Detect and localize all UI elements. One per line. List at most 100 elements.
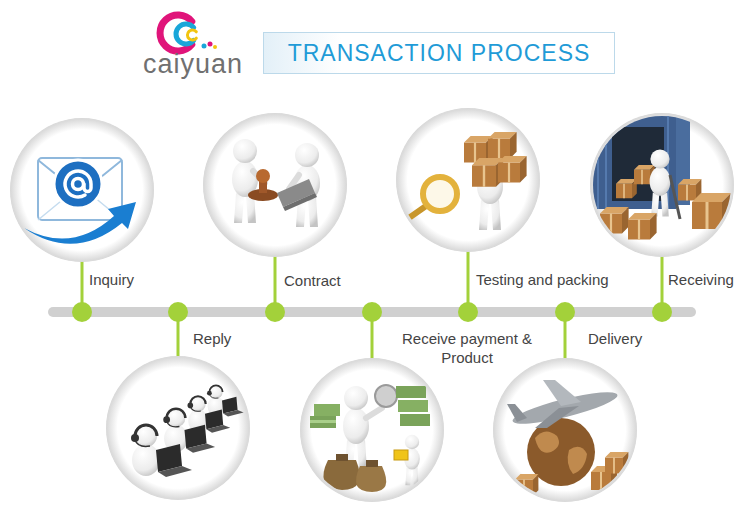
timeline — [72, 302, 92, 322]
contract-illustration — [232, 139, 320, 227]
email-illustration — [38, 158, 122, 220]
payment-illustration — [356, 466, 386, 492]
stage-circle: Contract — [203, 113, 347, 257]
circle-outline — [106, 356, 250, 500]
timeline — [458, 302, 478, 322]
timeline — [48, 248, 696, 362]
timeline — [265, 302, 285, 322]
delivery-illustration — [535, 431, 559, 452]
label-holder: Inquiry — [89, 270, 134, 289]
testing-illustration — [423, 177, 457, 211]
email-illustration — [73, 179, 84, 190]
call-centre-illustration — [163, 409, 215, 453]
delivery-illustration — [507, 380, 628, 496]
payment-illustration — [398, 400, 428, 412]
receiving-illustration — [597, 113, 599, 209]
circle-ground — [493, 358, 637, 502]
email-illustration — [24, 158, 136, 244]
stage-circle: Testing and packing — [396, 108, 540, 252]
contract-illustration — [283, 193, 317, 211]
receiving-illustration — [650, 149, 671, 216]
payment-illustration — [396, 386, 426, 398]
receiving-illustration — [600, 207, 629, 233]
logo-mark — [208, 42, 213, 47]
logo-mark — [160, 15, 217, 51]
circle-outline — [494, 359, 636, 501]
payment-illustration — [323, 460, 359, 490]
stage-label: Receive payment & Product — [392, 329, 542, 367]
circle-outline — [301, 359, 443, 501]
testing-illustration — [498, 156, 527, 182]
circle-outline — [107, 357, 249, 499]
timeline — [72, 302, 672, 322]
payment-illustration — [310, 385, 430, 492]
contract-illustration — [232, 139, 258, 223]
payment-illustration — [310, 385, 430, 492]
payment-illustration — [375, 385, 397, 407]
testing-illustration — [406, 132, 527, 230]
circle-ground — [10, 118, 154, 262]
call-centre-illustration — [131, 385, 244, 477]
payment-illustration — [366, 408, 382, 418]
payment-illustration — [310, 416, 336, 428]
label-holder: Delivery — [588, 329, 642, 348]
delivery-illustration — [507, 404, 527, 422]
label-holder: Contract — [284, 271, 341, 290]
testing-illustration — [488, 132, 517, 158]
call-centre-illustration — [188, 396, 231, 432]
payment-illustration — [366, 460, 378, 467]
circle-outline — [204, 114, 346, 256]
delivery-illustration — [507, 380, 628, 496]
stage-label: Receiving — [668, 270, 734, 289]
receiving-illustration — [605, 113, 607, 209]
payment-illustration — [394, 450, 408, 460]
diagram-title: TRANSACTION PROCESS — [288, 40, 591, 67]
stage-label: Inquiry — [89, 270, 134, 289]
logo-mark — [213, 45, 217, 49]
stage-circle: Reply — [106, 356, 250, 500]
label-holder: Receiving — [668, 270, 734, 289]
label-holder: Testing and packing — [476, 270, 609, 289]
contract-illustration — [256, 169, 270, 183]
circle-outline — [203, 113, 347, 257]
receiving-illustration — [616, 179, 637, 198]
stage-circle: Inquiry — [10, 118, 154, 262]
receiving-illustration — [692, 193, 731, 229]
delivery-illustration — [535, 406, 579, 428]
timeline — [168, 302, 188, 322]
circle-outline — [10, 118, 154, 262]
stage-circle: Delivery — [493, 358, 637, 502]
circle-ground — [590, 113, 734, 257]
delivery-illustration — [515, 474, 538, 496]
circle-outline — [11, 119, 153, 261]
payment-illustration — [400, 414, 430, 426]
email-illustration — [65, 171, 91, 197]
stage-label: Contract — [284, 271, 341, 290]
circle-ground — [106, 356, 250, 500]
delivery-illustration — [543, 380, 581, 406]
label-holder: Receive payment & Product — [392, 329, 542, 367]
circle-outline — [300, 358, 444, 502]
testing-illustration — [406, 206, 426, 220]
email-illustration — [24, 202, 136, 244]
receiving-illustration — [592, 113, 731, 239]
circle-ground — [203, 113, 347, 257]
label-holder: Reply — [193, 329, 231, 348]
circle-outline — [397, 109, 539, 251]
circle-outline — [590, 113, 734, 257]
title-box: TRANSACTION PROCESS — [263, 32, 615, 74]
circle-ground — [300, 358, 444, 502]
timeline — [652, 302, 672, 322]
stage-label: Testing and packing — [476, 270, 609, 289]
timeline — [82, 248, 662, 362]
logo-mark — [187, 30, 196, 40]
logo-mark — [202, 44, 207, 49]
stage-label: Reply — [193, 329, 231, 348]
circle-ground — [396, 108, 540, 252]
testing-illustration — [406, 132, 527, 230]
logo-text: caiyuan — [143, 49, 243, 80]
